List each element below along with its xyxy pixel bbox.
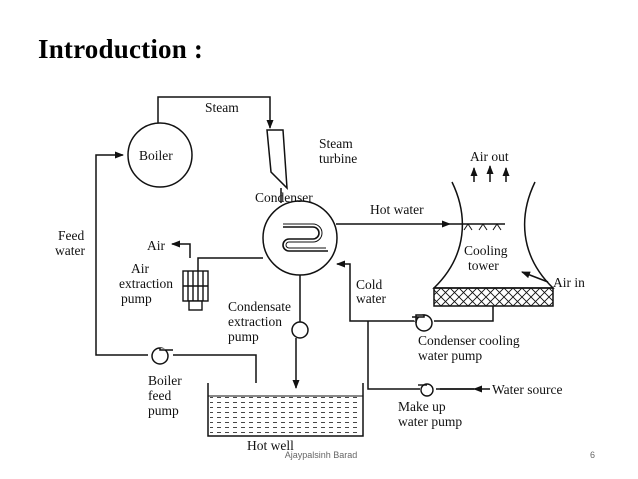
condenser-cooling-pump — [412, 314, 433, 332]
label-air-out: Air out — [470, 149, 509, 164]
diagram-labels: Steam Steam turbine Boiler Condenser Hot… — [55, 100, 585, 453]
air-in-arrow — [521, 271, 549, 283]
label-feed-water: Feed — [58, 228, 84, 243]
label-condenser-cooling-pump: water pump — [418, 348, 482, 363]
label-air-extraction-pump: Air — [131, 261, 150, 276]
footer-author: Ajaypalsinh Barad — [284, 450, 358, 460]
condenser — [262, 200, 338, 276]
label-boiler-feed-pump: pump — [148, 403, 179, 418]
label-condensate-pump: extraction — [228, 314, 282, 329]
label-water-source: Water source — [492, 382, 563, 397]
label-hot-water: Hot water — [370, 202, 424, 217]
boiler — [127, 122, 193, 188]
condenser-coil — [282, 226, 328, 252]
label-steam-turbine: turbine — [319, 151, 357, 166]
label-makeup-pump: Make up — [398, 399, 446, 414]
label-air-in: Air in — [553, 275, 585, 290]
air-extraction-pump — [182, 270, 209, 311]
label-cold-water: Cold — [356, 277, 383, 292]
label-air-extraction-pump: pump — [121, 291, 152, 306]
label-cooling-tower: tower — [468, 258, 499, 273]
cold-water-return — [434, 306, 494, 322]
label-cold-water: water — [356, 291, 386, 306]
slide-title: Introduction : — [38, 34, 204, 64]
cooling-tower-fill — [433, 287, 554, 307]
hot-well-water — [210, 396, 361, 434]
label-hot-well: Hot well — [247, 438, 294, 453]
label-boiler-feed-pump: Boiler — [148, 373, 182, 388]
label-boiler: Boiler — [139, 148, 173, 163]
label-steam-turbine: Steam — [319, 136, 353, 151]
label-condenser: Condenser — [255, 190, 313, 205]
boiler-feed-line — [173, 354, 257, 383]
label-air-extraction-pump: extraction — [119, 276, 173, 291]
label-makeup-pump: water pump — [398, 414, 462, 429]
label-condenser-cooling-pump: Condenser cooling — [418, 333, 520, 348]
steam-pipe — [157, 96, 274, 129]
steam-turbine — [266, 129, 288, 190]
label-air: Air — [147, 238, 166, 253]
label-cooling-tower: Cooling — [464, 243, 508, 258]
air-extraction-pipe — [197, 257, 263, 271]
boiler-feed-pump — [151, 347, 173, 365]
label-boiler-feed-pump: feed — [148, 388, 171, 403]
label-steam: Steam — [205, 100, 239, 115]
label-feed-water: water — [55, 243, 85, 258]
makeup-water-pump — [418, 383, 434, 397]
label-condensate-pump: Condensate — [228, 299, 291, 314]
hot-well — [207, 383, 364, 437]
label-condensate-pump: pump — [228, 329, 259, 344]
page-number: 6 — [590, 450, 596, 460]
condensate-pump — [291, 321, 309, 350]
